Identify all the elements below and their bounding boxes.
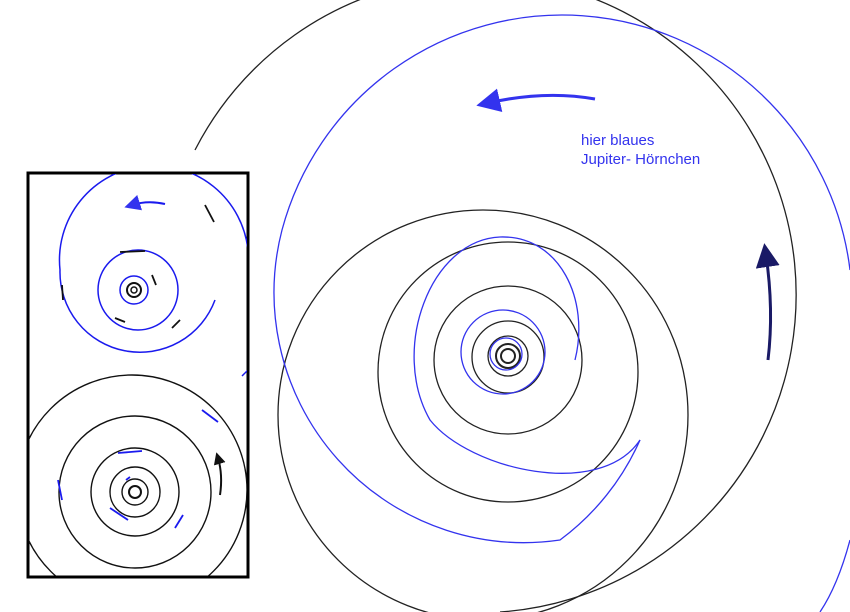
black-orbits <box>194 0 797 612</box>
blue-direction-arrow <box>476 88 596 113</box>
blue-spiral-mid <box>413 236 641 474</box>
black-orbit <box>495 343 521 369</box>
inset-top-spiral <box>58 174 247 377</box>
annotation-line-2: Jupiter- Hörnchen <box>581 151 701 168</box>
dark-direction-arrow <box>755 243 780 361</box>
outer-black-arc <box>194 0 797 612</box>
black-orbit <box>277 209 689 612</box>
inset-direction-arrow <box>213 452 226 496</box>
blue-spiral-core <box>489 337 523 371</box>
inset-blue-spiral <box>58 174 247 353</box>
blue-spiral-tail <box>819 539 850 612</box>
annotation-line-1: hier blaues <box>581 132 655 149</box>
inset-panel <box>26 171 250 579</box>
blue-spiral-inner <box>460 309 546 395</box>
blue-spiral-outer <box>273 14 850 544</box>
black-orbit <box>487 335 529 377</box>
inset-top-black-segments <box>61 204 215 329</box>
inset-blue-arrow <box>124 194 166 211</box>
black-orbit <box>377 241 639 503</box>
blue-spiral <box>273 14 850 612</box>
black-orbit <box>433 285 583 435</box>
black-orbit <box>500 348 516 364</box>
inset-bottom-blue-segments <box>57 409 219 529</box>
black-orbit <box>471 320 545 394</box>
inset-bottom-orbits <box>29 374 247 576</box>
